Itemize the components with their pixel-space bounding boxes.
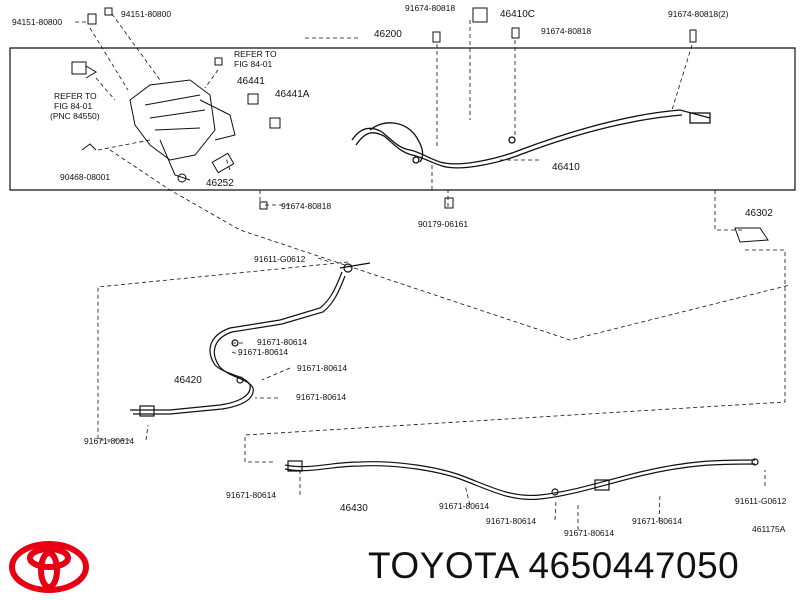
label-91671-80614-h: 91671-80614 xyxy=(486,516,536,526)
label-refer2-line3: (PNC 84550) xyxy=(50,111,100,121)
label-91674-80818-c: 91674-80818 xyxy=(281,201,331,211)
label-46252: 46252 xyxy=(206,178,234,189)
label-91674-80818-a: 91674-80818 xyxy=(405,3,455,13)
label-91671-80614-g: 91671-80614 xyxy=(439,501,489,511)
label-91671-80614-d: 91671-80614 xyxy=(296,392,346,402)
label-91671-80614-e: 91671-80614 xyxy=(84,436,134,446)
label-46410: 46410 xyxy=(552,162,580,173)
label-refer2-line1: REFER TO xyxy=(54,91,97,101)
label-91671-80614-i: 91671-80614 xyxy=(564,528,614,538)
cable-46430 xyxy=(284,458,759,501)
label-91671-80614-c: 91671-80614 xyxy=(297,363,347,373)
cable-46410 xyxy=(351,109,711,169)
label-91674-80818-2: 91674-80818(2) xyxy=(668,9,729,19)
label-refer2-line2: FIG 84-01 xyxy=(54,101,93,111)
label-46302: 46302 xyxy=(745,208,773,219)
toyota-logo xyxy=(9,541,89,593)
label-46420: 46420 xyxy=(174,375,202,386)
label-figure-code: 461175A xyxy=(752,524,786,534)
label-90179-06161: 90179-06161 xyxy=(418,219,468,229)
label-91671-80614-f: 91671-80614 xyxy=(226,490,276,500)
cable-46420 xyxy=(130,262,371,417)
label-46430: 46430 xyxy=(340,503,368,514)
label-46441a: 46441A xyxy=(275,89,310,100)
label-46410c: 46410C xyxy=(500,9,535,20)
label-90468-08001: 90468-08001 xyxy=(60,172,110,182)
label-91674-80818-b: 91674-80818 xyxy=(541,26,591,36)
part-caption: TOYOTA 4650447050 xyxy=(368,545,740,586)
label-91611-g0612-a: 91611-G0612 xyxy=(254,254,306,264)
part-number-labels: 94151-80800 94151-80800 91674-80818 4641… xyxy=(12,3,787,538)
label-refer1-line1: REFER TO xyxy=(234,49,277,59)
label-91671-80614-j: 91671-80614 xyxy=(632,516,682,526)
label-91671-80614-b: 91671-80614 xyxy=(238,347,288,357)
label-46200: 46200 xyxy=(374,29,402,40)
assembly-box xyxy=(9,47,796,191)
label-46441: 46441 xyxy=(237,76,265,87)
parking-brake-lever xyxy=(71,61,236,183)
label-91611-g0612-b: 91611-G0612 xyxy=(735,496,787,506)
label-91671-80614-a: 91671-80614 xyxy=(257,337,307,347)
label-refer1-line2: FIG 84-01 xyxy=(234,59,273,69)
label-94151-80800-b: 94151-80800 xyxy=(121,9,171,19)
label-94151-80800-a: 94151-80800 xyxy=(12,17,62,27)
